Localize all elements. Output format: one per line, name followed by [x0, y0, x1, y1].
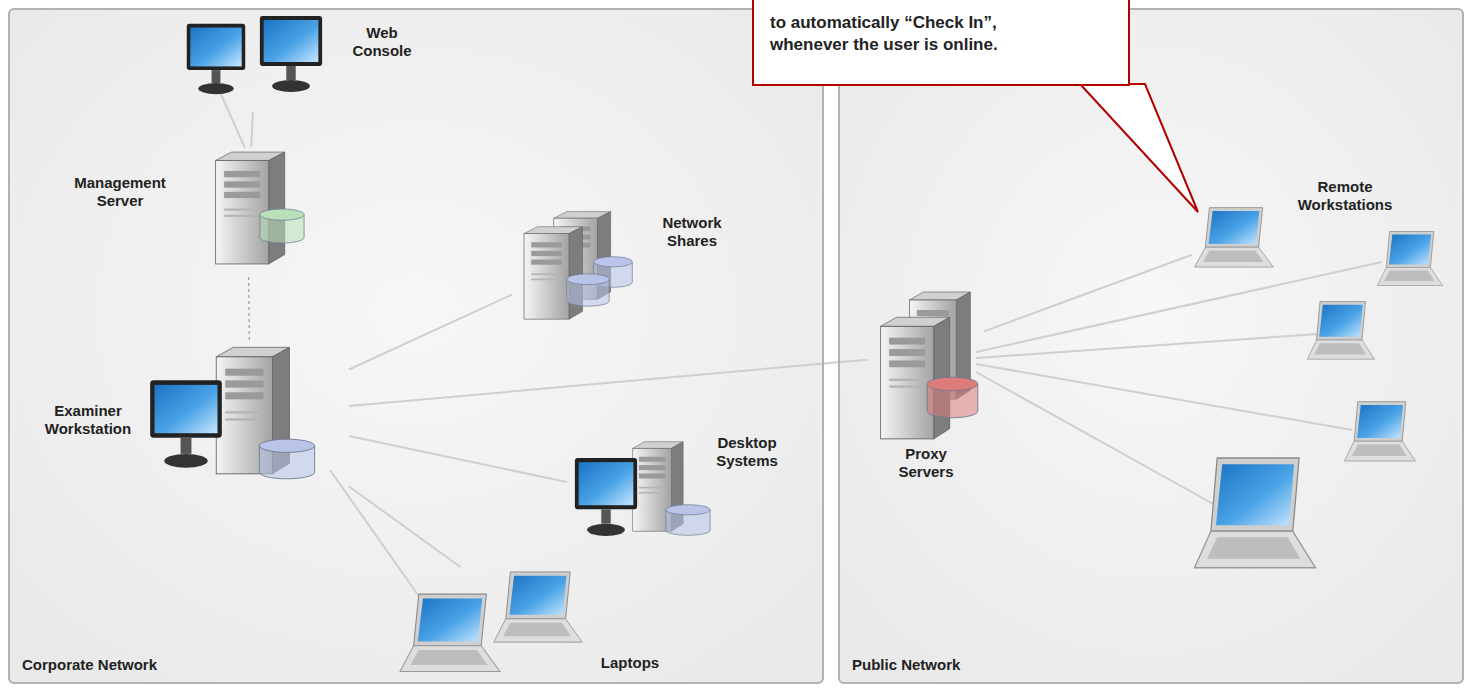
- database-icon: [666, 505, 710, 536]
- monitor-icon: [575, 458, 637, 536]
- laptop-icon: [400, 594, 500, 671]
- panel-fill: [8, 8, 824, 684]
- database-icon: [260, 209, 304, 243]
- network-zone: Public Network Proxy Servers Remote Workst…: [838, 8, 1464, 684]
- laptop-icon: [494, 572, 582, 642]
- device-label: Proxy Servers: [898, 445, 953, 481]
- laptop-icon: [1344, 402, 1415, 461]
- device-group: Laptops: [397, 567, 684, 683]
- network-link: [349, 360, 867, 406]
- device-group: Remote Workstations: [1192, 172, 1418, 276]
- device-group: Examiner Workstation: [37, 342, 349, 492]
- server-icon: [216, 152, 285, 264]
- callout-text: to automatically “Check In”, whenever th…: [770, 12, 1070, 56]
- laptop-icon: [1195, 208, 1274, 267]
- monitor-icon: [187, 24, 245, 94]
- device-label: Management Server: [74, 174, 166, 210]
- device-group: Web Console: [182, 14, 444, 112]
- device-label: Remote Workstations: [1298, 178, 1393, 214]
- monitor-icon: [260, 16, 322, 92]
- network-zone: Corporate Network Web ConsoleManagement S…: [8, 8, 824, 684]
- zone-label: Corporate Network: [22, 656, 157, 674]
- device-group: Management Server: [62, 147, 312, 277]
- network-link: [349, 436, 567, 482]
- callout-box: to automatically “Check In”, whenever th…: [752, 0, 1130, 86]
- laptop-icon: [1307, 302, 1374, 360]
- network-link: [251, 112, 253, 147]
- panel-fill: [838, 8, 1464, 684]
- monitor-icon: [150, 380, 222, 467]
- remote-links: [220, 92, 1382, 605]
- callout-tail: [1080, 84, 1198, 212]
- zone-label: Public Network: [852, 656, 960, 674]
- network-link: [248, 277, 250, 342]
- device-label: Network Shares: [662, 214, 721, 250]
- database-icon: [567, 274, 609, 306]
- network-link: [349, 295, 512, 370]
- database-icon: [259, 439, 314, 479]
- device-label: Desktop Systems: [716, 434, 778, 470]
- device-label: Examiner Workstation: [45, 402, 131, 438]
- network-link: [349, 487, 461, 568]
- device-group: Network Shares: [512, 207, 734, 324]
- device-group: Proxy Servers: [867, 287, 984, 487]
- device-label: Web Console: [352, 24, 411, 60]
- device-label: Laptops: [601, 654, 659, 672]
- laptop-icon: [1195, 458, 1316, 568]
- server-icon: [524, 227, 583, 319]
- laptop-icon: [1377, 232, 1442, 286]
- network-link: [984, 255, 1192, 332]
- database-icon: [927, 377, 978, 418]
- device-group: Desktop Systems: [567, 430, 794, 557]
